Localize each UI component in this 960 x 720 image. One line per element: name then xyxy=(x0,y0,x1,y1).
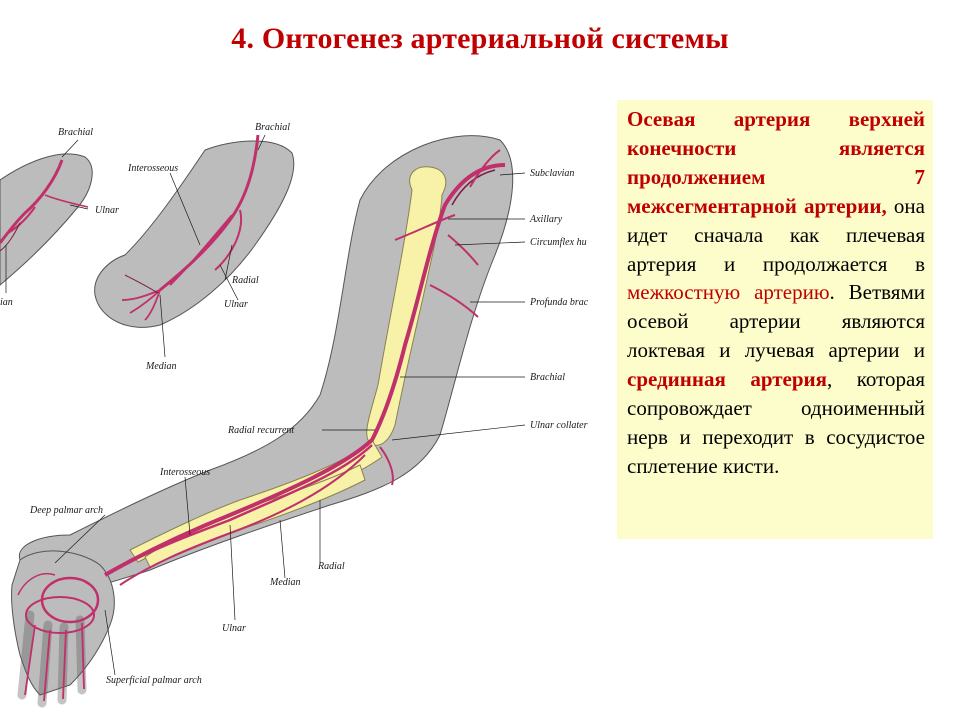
label-interosseous-2: Interosseous xyxy=(127,163,178,174)
description-box: Осевая артерия верхней конечности являет… xyxy=(617,100,933,539)
label-deep-palmar-arch: Deep palmar arch xyxy=(29,505,103,516)
label-radial-2: Radial xyxy=(231,275,259,286)
label-median-1-cut: ian xyxy=(0,297,13,308)
limb-stage-2 xyxy=(94,134,295,328)
description-text-2: . Ветвями осевой артерии являются локтев… xyxy=(627,280,925,363)
label-leaders xyxy=(5,134,526,676)
description-text-3: , которая сопровождает одноименный нерв … xyxy=(627,367,925,478)
description-highlight-median: срединная артерия xyxy=(627,367,827,392)
label-radial-recurrent: Radial recurrent xyxy=(227,425,294,436)
label-superficial-palmar-arch: Superficial palmar arch xyxy=(106,675,202,686)
arm-arteries-illustration: Brachial Ulnar ian Brachial Interosseous… xyxy=(0,122,589,708)
label-profunda: Profunda brac xyxy=(529,297,589,308)
label-ulnar-1: Ulnar xyxy=(95,205,119,216)
label-ulnar-collateral: Ulnar collater xyxy=(530,420,588,431)
arterial-development-figure: Brachial Ulnar ian Brachial Interosseous… xyxy=(0,95,610,720)
label-median-3: Median xyxy=(269,577,301,588)
limb-stage-3 xyxy=(11,135,514,708)
label-brachial-1: Brachial xyxy=(58,127,93,138)
label-axillary: Axillary xyxy=(529,214,563,225)
label-ulnar-3: Ulnar xyxy=(222,623,246,634)
slide-title: 4. Онтогенез артериальной системы xyxy=(231,22,729,55)
label-brachial-2: Brachial xyxy=(255,122,290,133)
label-circumflex: Circumflex hu xyxy=(530,237,587,248)
label-ulnar-2: Ulnar xyxy=(224,299,248,310)
label-radial-3: Radial xyxy=(317,561,345,572)
limb-stage-1 xyxy=(0,153,93,286)
description-highlight-interosseous: межкостную артерию xyxy=(627,280,830,305)
label-interosseous-3: Interosseous xyxy=(159,467,210,478)
label-subclavian: Subclavian xyxy=(530,168,574,179)
description-intro: Осевая артерия верхней конечности являет… xyxy=(627,107,925,218)
label-median-2: Median xyxy=(145,361,177,372)
label-brachial-3: Brachial xyxy=(530,372,565,383)
description-text-1: она идет сначала как плечевая артерия и … xyxy=(627,193,925,276)
